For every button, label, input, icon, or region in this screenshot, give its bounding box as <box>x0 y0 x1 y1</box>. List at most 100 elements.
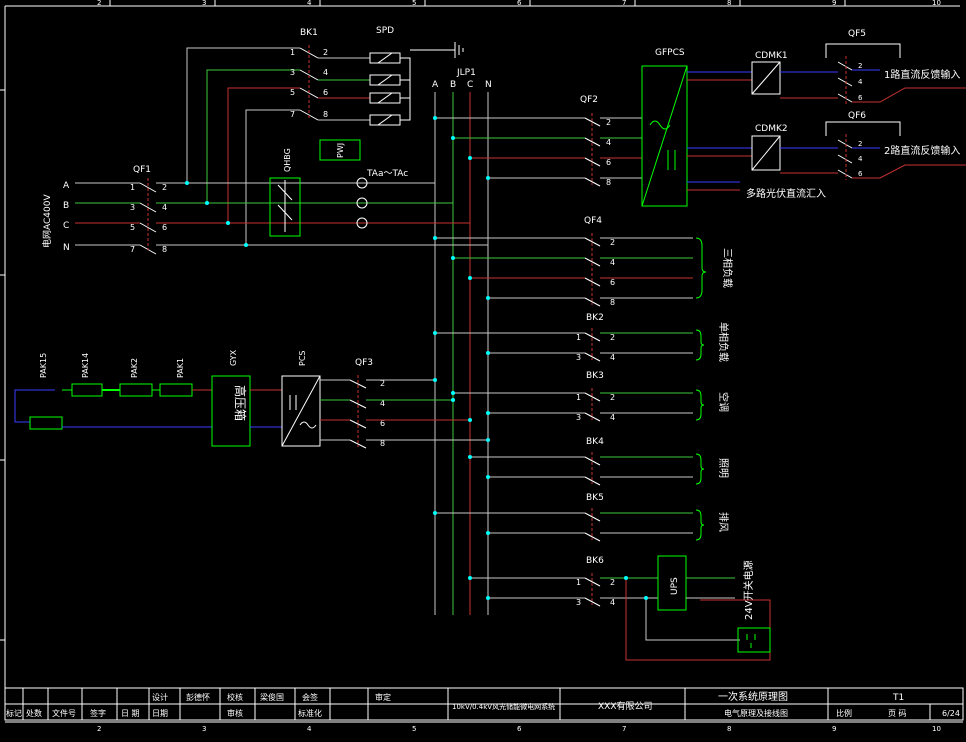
qf6-pole <box>837 154 853 164</box>
battery-string-neg <box>14 389 55 423</box>
bk6-label: BK6 <box>586 556 604 566</box>
qf4-pole <box>584 277 601 287</box>
grid-phase-label: C <box>63 221 69 231</box>
bk2-pole <box>584 352 601 362</box>
bk3-group: BK3 1 3 2 4 空调 <box>453 371 730 422</box>
bk2-pole <box>584 332 601 342</box>
load-brace <box>695 329 705 361</box>
ct-icon <box>356 177 368 189</box>
qf4-pole <box>584 257 601 267</box>
tb-page-label: 页 码 <box>888 709 907 718</box>
tb-date: 日 期 <box>121 709 140 718</box>
qf1-pole-number: 1 <box>130 183 135 192</box>
qf1-pole <box>139 202 157 213</box>
qhbg-symbol <box>277 180 293 232</box>
tb-standard: 标准化 <box>298 708 322 718</box>
tb-scale-label: 比例 <box>836 708 852 718</box>
tb-company: XXX有限公司 <box>598 700 653 712</box>
ruler-number: 8 <box>727 0 731 7</box>
bus-phase-label: A <box>432 80 439 90</box>
qf5-pole-number: 4 <box>858 78 863 86</box>
qf2-label: QF2 <box>580 95 598 105</box>
bk2-pole-number: 4 <box>610 353 615 362</box>
bk2-pole-number: 2 <box>610 333 615 342</box>
ruler-number: 8 <box>727 725 731 733</box>
ct-label: TAa～TAc <box>366 169 408 179</box>
qf2-pole <box>584 137 601 147</box>
bk1-spd-group: BK1 SPD 1 3 5 7 2 4 6 8 <box>186 26 464 245</box>
ruler-number: 2 <box>97 0 101 7</box>
bk3-pole <box>584 412 601 422</box>
qf1-pole-number: 4 <box>162 203 167 212</box>
qf3-pole-number: 8 <box>380 439 385 448</box>
ruler-number: 7 <box>622 0 626 7</box>
qf5-out-pos <box>852 87 966 103</box>
bk2-pole-number: 3 <box>576 353 581 362</box>
socket-icon-prongs <box>746 634 756 648</box>
gfpcs-label: GFPCS <box>655 48 685 58</box>
gfpcs-ac-symbol <box>649 120 671 130</box>
qf1-pole-number: 6 <box>162 223 167 232</box>
bk3-pole-number: 3 <box>576 413 581 422</box>
bk1-feed-c <box>227 87 300 223</box>
qf1-pole-number: 7 <box>130 245 135 254</box>
gyx-box <box>211 375 251 447</box>
qf6-pole <box>837 169 853 179</box>
qf4-pole-number: 4 <box>610 258 615 267</box>
bk1-pole-number: 1 <box>290 48 295 57</box>
load-brace <box>695 453 705 485</box>
bk6-pole <box>584 597 601 607</box>
qf4-pole-number: 6 <box>610 278 615 287</box>
title-block: 设计 彭德怀 校核 梁俊国 会签 审定 标记 处数 文件号 签字 日 期 日期 … <box>4 687 964 721</box>
qf3-pole-number: 4 <box>380 399 385 408</box>
qf6-out-pos <box>852 164 966 179</box>
tb-designer: 彭德怀 <box>186 692 210 702</box>
ruler-number: 9 <box>832 0 836 7</box>
qhbg-box <box>269 177 301 237</box>
qf5-pole <box>837 61 853 71</box>
bk1-pole-number: 6 <box>323 88 328 97</box>
bk1-pole-number: 7 <box>290 110 295 119</box>
grid-phase-label: N <box>63 243 70 253</box>
qf3-pole <box>349 399 367 409</box>
grid-label: 电网AC400V <box>41 194 53 248</box>
bk2-group: BK2 1 3 2 4 单相负载 <box>435 313 730 362</box>
cdmk2-label: CDMK2 <box>755 124 788 134</box>
qf1-label: QF1 <box>133 165 151 175</box>
qf2-gfpcs-group: QF2 2 4 6 8 GFPCS 多路光伏直流汇入 CDMK1 <box>435 29 966 207</box>
bk1-label: BK1 <box>300 28 318 38</box>
qf6-frame <box>825 121 901 136</box>
pak2-label: PAK2 <box>130 358 139 378</box>
cdmk1-diagonal <box>751 61 781 95</box>
qf6-pole-number: 4 <box>858 155 863 163</box>
qf3-label: QF3 <box>355 358 373 368</box>
psu-24v-label: 24V开关电源 <box>742 560 755 620</box>
bk3-label: BK3 <box>586 371 604 381</box>
qf2-pole-number: 8 <box>606 178 611 187</box>
bk6-pole <box>584 577 601 587</box>
qhbg-label: QHBG <box>283 148 292 172</box>
dc-in-1-label: 1路直流反馈输入 <box>884 68 960 81</box>
storage-group: PAK15 PAK14 PAK2 PAK1 GYX 高压箱 PCS QF3 2 <box>14 349 488 449</box>
tb-project: 10kV/0.4kV风光储能微电网系统 <box>452 702 555 711</box>
pcs-diagonal <box>281 375 321 447</box>
pv-label: 多路光伏直流汇入 <box>746 187 826 200</box>
ground-icon <box>454 42 464 58</box>
qf5-pole <box>837 77 853 87</box>
ups-bypass-white <box>645 598 740 641</box>
socket-icon <box>737 627 771 653</box>
tb-sign: 签字 <box>90 708 106 718</box>
ruler-number: 5 <box>412 0 416 7</box>
qf2-pole <box>584 177 601 187</box>
qf3-pole-number: 6 <box>380 419 385 428</box>
gyx-box-label: 高压箱 <box>233 385 248 421</box>
qf1-pole-number: 8 <box>162 245 167 254</box>
gyx-label: GYX <box>229 349 238 366</box>
bk3-pole <box>584 392 601 402</box>
qf6-pole-number: 2 <box>858 140 862 148</box>
ct-icon <box>356 197 368 209</box>
load-three-phase-label: 三相负载 <box>721 248 734 288</box>
qf5-pole-number: 6 <box>858 94 863 102</box>
spd-ground-bus <box>400 49 455 121</box>
